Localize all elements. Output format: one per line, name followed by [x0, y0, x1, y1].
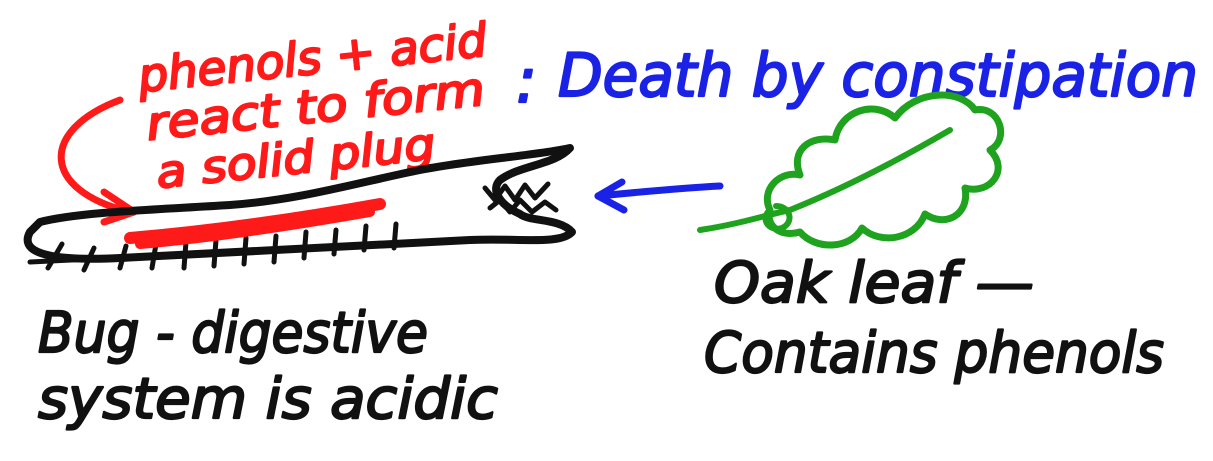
blue-arrow	[598, 182, 720, 210]
bug-label-line-1: Bug - digestive	[38, 301, 428, 366]
title-separator: :	[516, 44, 537, 117]
leaf-label-line-2: Contains phenols	[704, 321, 1164, 386]
leaf-label-line-1: Oak leaf —	[714, 251, 1034, 316]
red-curved-arrow	[61, 100, 134, 222]
diagram-title: Death by constipation	[558, 41, 1198, 111]
bug-label-line-2: system is acidic	[38, 367, 498, 432]
oak-leaf-icon	[700, 95, 1001, 245]
